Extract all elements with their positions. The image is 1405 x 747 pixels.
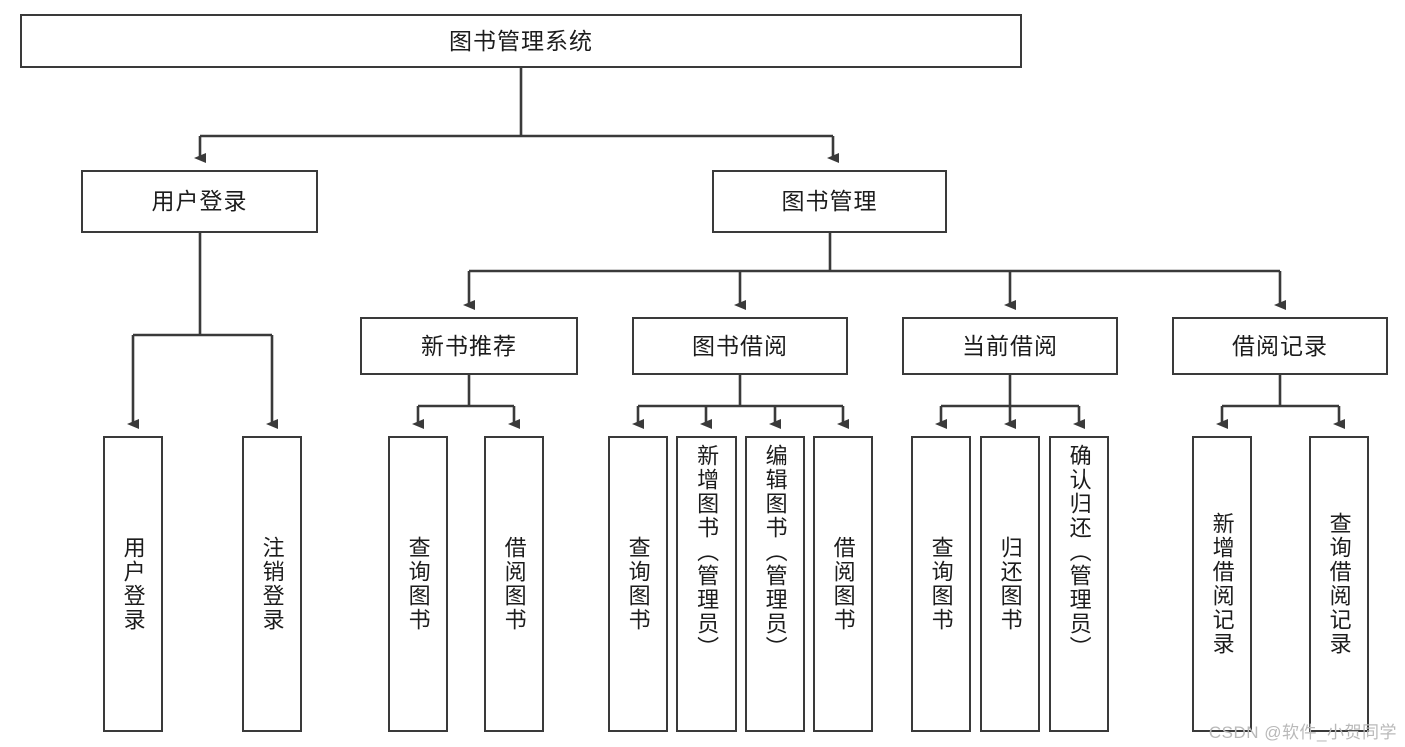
node-label: 图书管理 — [781, 188, 878, 215]
node-label: 新增图书（管理员） — [694, 444, 720, 660]
csdn-watermark: CSDN @软件_小贺同学 — [1208, 723, 1397, 742]
node-label: 查询图书 — [405, 536, 431, 632]
node-label: 注销登录 — [259, 536, 285, 632]
leaf-borrow-borrow-book[interactable]: 借阅图书 — [813, 436, 873, 732]
leaf-current-return-book[interactable]: 归还图书 — [980, 436, 1040, 732]
node-label: 图书管理系统 — [449, 27, 593, 54]
node-label: 确认归还（管理员） — [1066, 444, 1092, 660]
node-current-borrow[interactable]: 当前借阅 — [902, 317, 1118, 375]
leaf-current-confirm-return[interactable]: 确认归还（管理员） — [1049, 436, 1109, 732]
node-user-login[interactable]: 用户登录 — [81, 170, 318, 233]
leaf-recommend-borrow-book[interactable]: 借阅图书 — [484, 436, 544, 732]
node-book-management[interactable]: 图书管理 — [712, 170, 947, 233]
leaf-borrow-query-book[interactable]: 查询图书 — [608, 436, 668, 732]
node-label: 新书推荐 — [421, 332, 517, 359]
node-label: 图书借阅 — [692, 332, 788, 359]
leaf-current-query-book[interactable]: 查询图书 — [911, 436, 971, 732]
leaf-record-query-record[interactable]: 查询借阅记录 — [1309, 436, 1369, 732]
node-label: 查询图书 — [625, 536, 651, 632]
node-label: 编辑图书（管理员） — [762, 444, 788, 660]
node-root-system[interactable]: 图书管理系统 — [20, 14, 1022, 68]
node-label: 用户登录 — [120, 536, 146, 632]
leaf-user-login-login[interactable]: 用户登录 — [103, 436, 163, 732]
leaf-record-add-record[interactable]: 新增借阅记录 — [1192, 436, 1252, 732]
node-label: 查询图书 — [928, 536, 954, 632]
node-borrow-record[interactable]: 借阅记录 — [1172, 317, 1388, 375]
node-label: 用户登录 — [151, 188, 248, 215]
node-label: 当前借阅 — [962, 332, 1058, 359]
leaf-user-login-logout[interactable]: 注销登录 — [242, 436, 302, 732]
node-label: 借阅记录 — [1232, 332, 1328, 359]
node-label: 新增借阅记录 — [1209, 512, 1235, 656]
leaf-recommend-query-book[interactable]: 查询图书 — [388, 436, 448, 732]
node-label: 借阅图书 — [501, 536, 527, 632]
node-label: 归还图书 — [997, 536, 1023, 632]
node-label: 查询借阅记录 — [1326, 512, 1352, 656]
node-new-book-recommend[interactable]: 新书推荐 — [360, 317, 578, 375]
node-book-borrow[interactable]: 图书借阅 — [632, 317, 848, 375]
node-label: 借阅图书 — [830, 536, 856, 632]
leaf-borrow-edit-book[interactable]: 编辑图书（管理员） — [745, 436, 805, 732]
leaf-borrow-add-book[interactable]: 新增图书（管理员） — [676, 436, 737, 732]
